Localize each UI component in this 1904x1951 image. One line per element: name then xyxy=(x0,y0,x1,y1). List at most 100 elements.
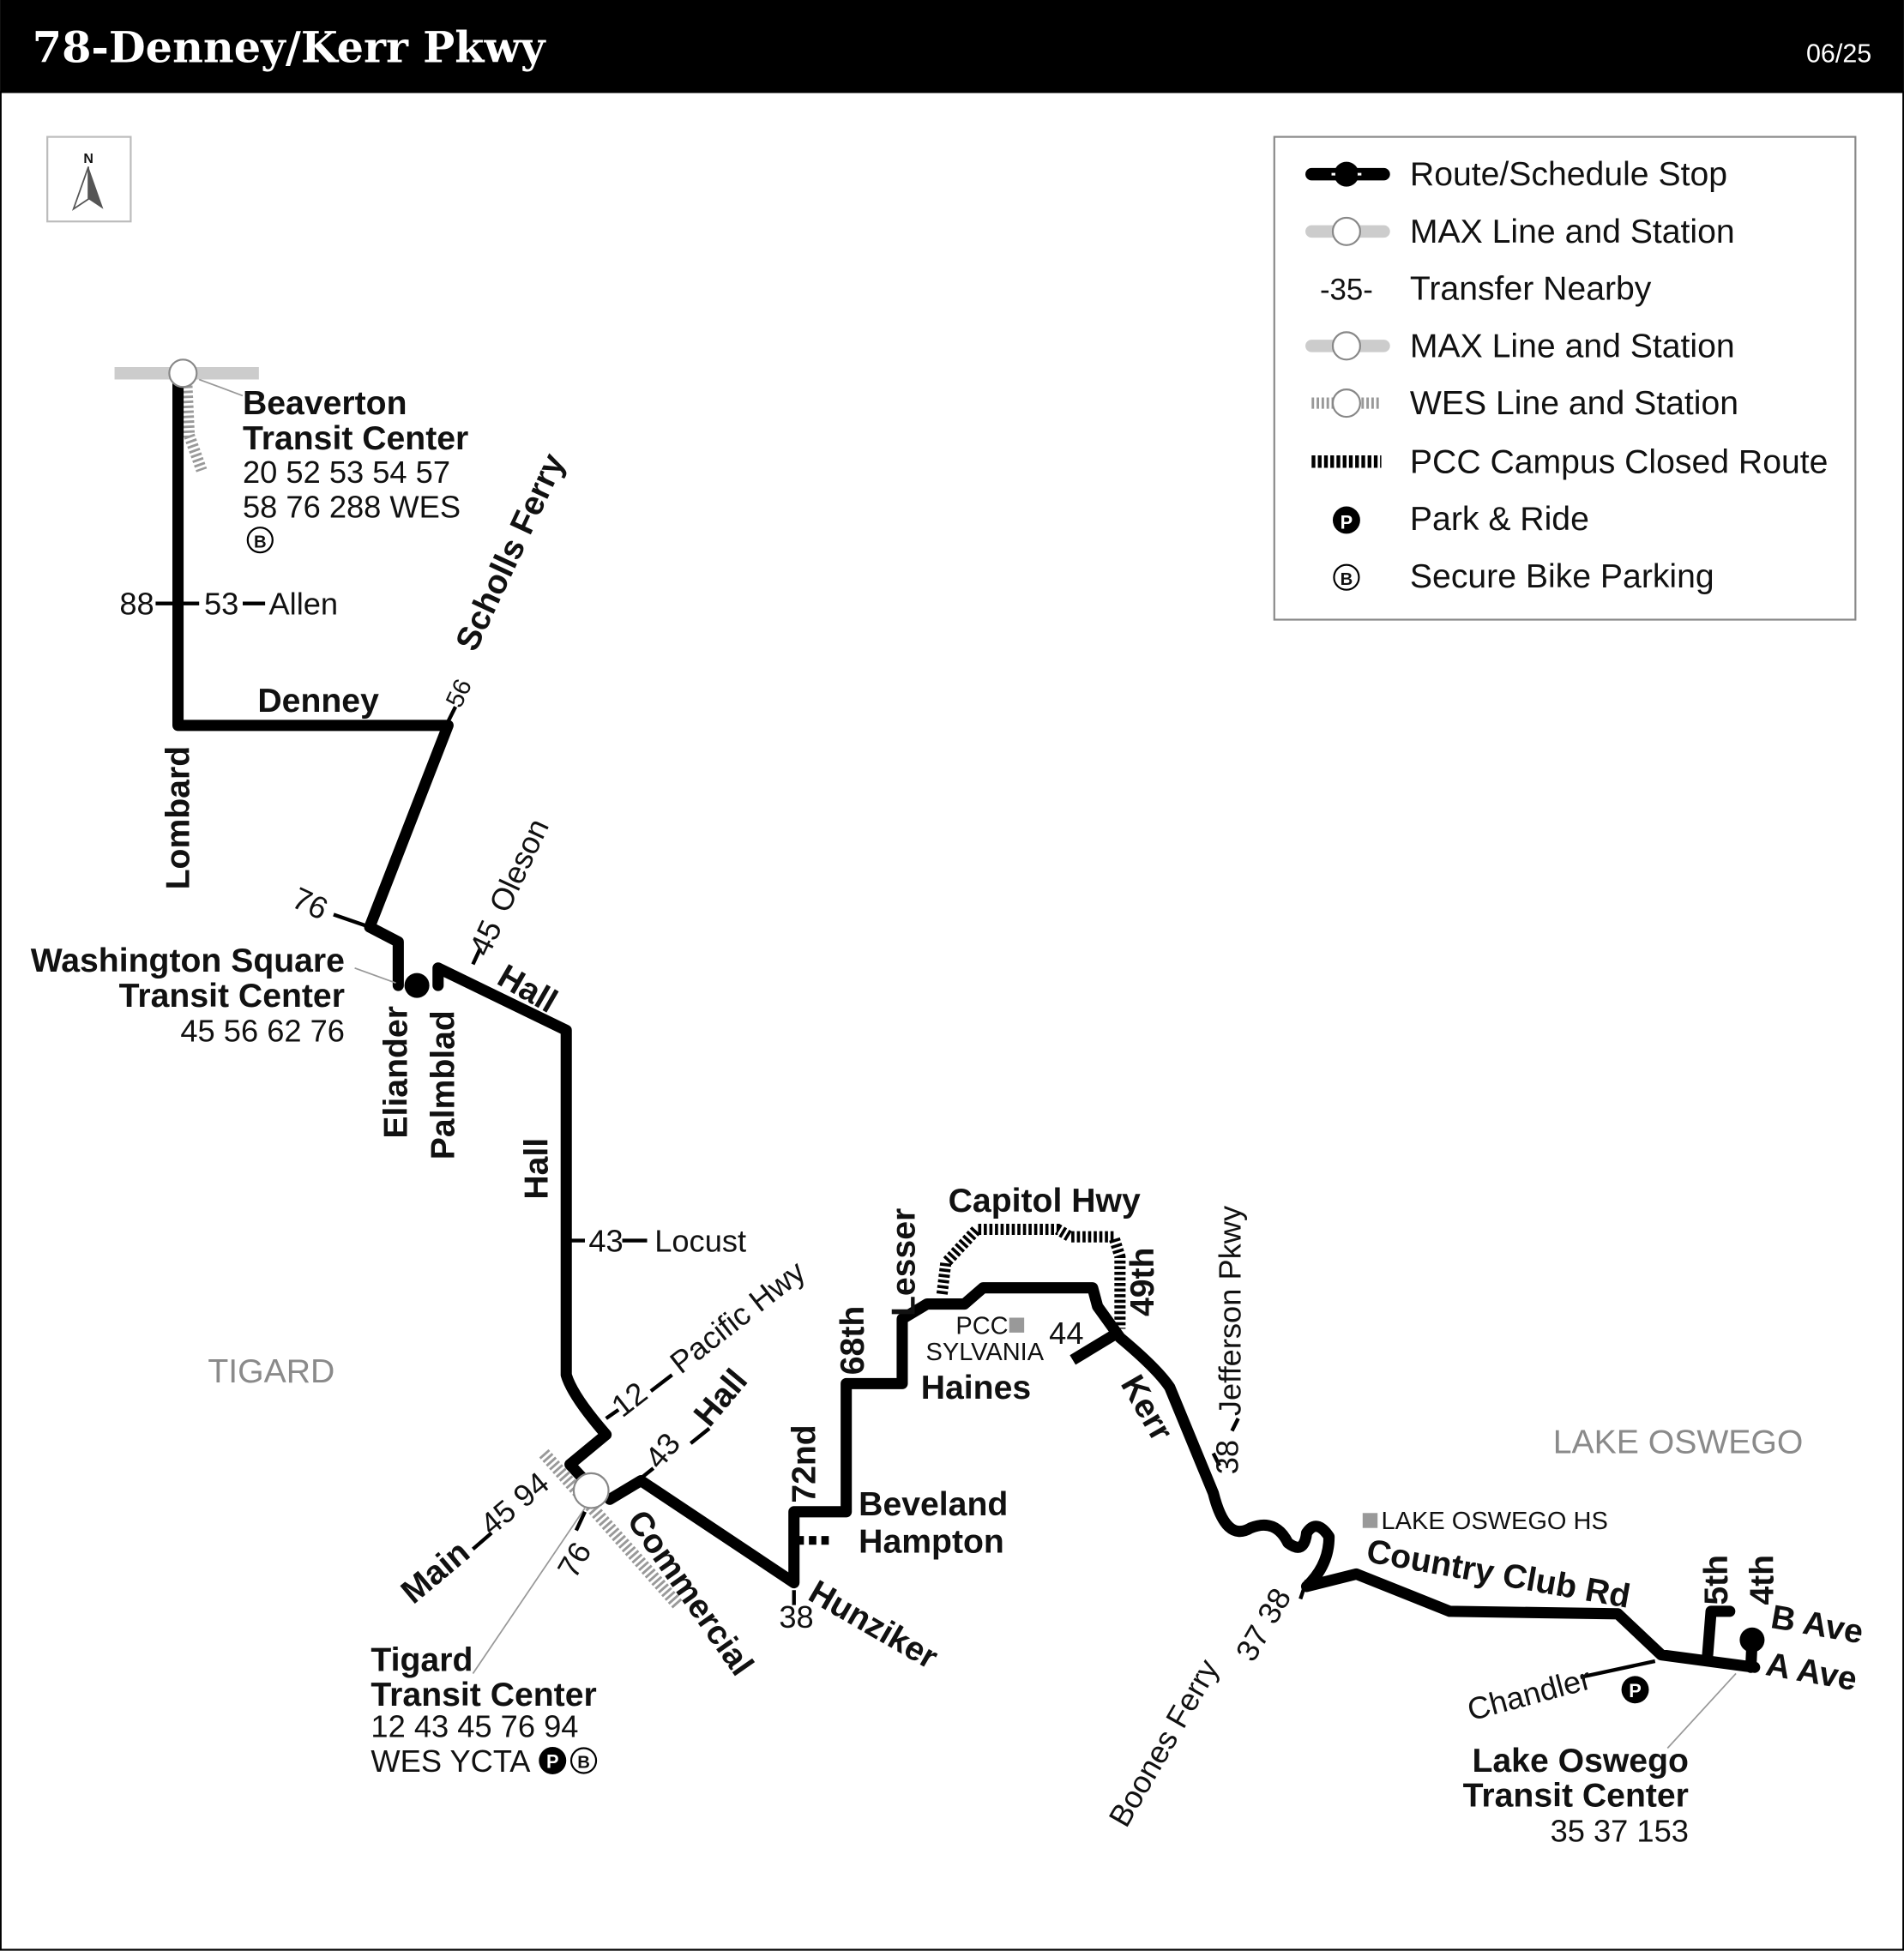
route-stop-icon xyxy=(1305,161,1390,187)
street-label: Hunziker xyxy=(803,1574,944,1677)
street-label: Main xyxy=(395,1533,477,1611)
bike-parking-icon: B xyxy=(246,527,274,554)
beaverton-tc-lines: 20 52 53 54 57 xyxy=(243,455,450,490)
washington-square-name: Transit Center xyxy=(119,978,345,1015)
street-label: Boones Ferry xyxy=(1102,1653,1226,1833)
svg-text:P: P xyxy=(1629,1680,1642,1701)
beaverton-tc-lines: 58 76 288 WES xyxy=(243,490,461,525)
header-bar xyxy=(0,0,1904,93)
bike-parking-icon: B xyxy=(569,1747,598,1774)
park-ride-icon: P xyxy=(539,1747,567,1774)
tigard-tc-name: Tigard xyxy=(371,1642,473,1679)
transfer-label: 76 xyxy=(287,880,334,926)
street-label: Haines xyxy=(921,1370,1031,1406)
svg-text:B: B xyxy=(254,533,267,551)
transfer-label: 76 xyxy=(551,1536,599,1583)
washington-square-lines: 45 56 62 76 xyxy=(180,1013,345,1048)
legend-label: Transfer Nearby xyxy=(1410,271,1652,308)
max-station-icon xyxy=(1305,216,1390,246)
transfer-label: 43 xyxy=(588,1224,623,1259)
area-label-tigard: TIGARD xyxy=(208,1353,334,1390)
legend: -35- P B Route/Schedule Stop MAX Line an… xyxy=(1273,135,1857,621)
transfer-label: 53 xyxy=(204,587,238,622)
wes-station-icon xyxy=(1311,388,1382,419)
svg-text:P: P xyxy=(546,1751,559,1773)
street-label: Denney xyxy=(257,683,379,720)
street-label: Locust xyxy=(654,1224,746,1259)
street-label: Lombard xyxy=(160,746,197,890)
street-label: 5th xyxy=(1698,1555,1735,1605)
legend-label: MAX Line and Station xyxy=(1410,214,1735,250)
bike-parking-icon: B xyxy=(1333,563,1360,591)
street-label: Palmblad xyxy=(425,1010,462,1159)
lake-oswego-tc-name: Lake Oswego xyxy=(1472,1743,1688,1779)
legend-label: Route/Schedule Stop xyxy=(1410,156,1727,193)
legend-label: PCC Campus Closed Route xyxy=(1410,443,1828,480)
street-label: 4th xyxy=(1744,1555,1781,1605)
street-label: Pacific Hwy xyxy=(663,1253,812,1380)
landmark-label: LAKE OSWEGO HS xyxy=(1382,1508,1608,1535)
tigard-tc-lines: WES YCTA xyxy=(371,1743,531,1779)
svg-text:N: N xyxy=(83,152,93,166)
street-label: Jefferson Pkwy xyxy=(1213,1205,1248,1416)
route-title: 78-Denney/Kerr Pkwy xyxy=(33,23,546,73)
lake-oswego-stop[interactable] xyxy=(1739,1627,1765,1653)
wes-line xyxy=(181,380,208,473)
street-label: Allen xyxy=(268,587,338,622)
legend-label: Park & Ride xyxy=(1410,501,1589,538)
street-label: Oleson xyxy=(482,813,556,917)
street-label: Eliander xyxy=(378,1006,415,1139)
landmark-label: SYLVANIA xyxy=(926,1339,1045,1366)
route-44-segment xyxy=(1069,1326,1124,1365)
landmark-marker xyxy=(1362,1513,1378,1528)
street-label: 72nd xyxy=(786,1424,822,1502)
street-label: Scholls Ferry xyxy=(449,448,572,656)
lake-oswego-tc-name: Transit Center xyxy=(1463,1778,1689,1815)
street-label: Chandler xyxy=(1463,1661,1594,1728)
street-label: Commercial xyxy=(619,1503,760,1682)
street-label: A Ave xyxy=(1763,1646,1859,1698)
beveland-hampton-loop xyxy=(796,1507,832,1545)
transfer-label: 44 xyxy=(1049,1316,1083,1351)
beaverton-tc-name: Transit Center xyxy=(243,420,468,457)
landmark-label: PCC xyxy=(955,1312,1008,1340)
wes-line xyxy=(539,1448,684,1610)
street-label: 68th xyxy=(835,1306,871,1376)
street-label: 49th xyxy=(1124,1248,1161,1317)
park-ride-icon: P xyxy=(1621,1676,1649,1704)
street-label: Beveland xyxy=(859,1486,1008,1523)
transfer-label: 12 xyxy=(605,1375,654,1424)
transfer-label: 56 xyxy=(441,675,478,712)
beaverton-tc-name: Beaverton xyxy=(243,385,407,422)
transfer-label: 45 94 xyxy=(473,1465,556,1542)
washington-square-stop[interactable] xyxy=(404,972,430,998)
svg-text:B: B xyxy=(1341,570,1353,589)
tigard-tc-lines: 12 43 45 76 94 xyxy=(371,1708,578,1743)
street-label: Hampton xyxy=(859,1524,1004,1561)
max-station-icon xyxy=(1305,331,1390,361)
street-label: Capitol Hwy xyxy=(949,1183,1141,1219)
map-frame xyxy=(0,91,1904,1951)
pcc-closed-route xyxy=(936,1223,1126,1329)
area-label-lake-oswego: LAKE OSWEGO xyxy=(1553,1424,1804,1461)
beaverton-tc-station[interactable] xyxy=(168,358,198,388)
transfer-label: 38 xyxy=(1210,1440,1245,1474)
transfer-label: 88 xyxy=(119,587,154,622)
transfer-label: 37 38 xyxy=(1229,1582,1298,1667)
legend-label: MAX Line and Station xyxy=(1410,328,1735,364)
north-arrow-icon: N xyxy=(46,135,132,223)
tigard-tc-name: Transit Center xyxy=(371,1677,596,1713)
street-label: Country Club Rd xyxy=(1364,1532,1633,1615)
street-label: Lesser xyxy=(885,1208,922,1316)
transfer-icon: -35- xyxy=(1320,274,1373,307)
lake-oswego-tc-lines: 35 37 153 xyxy=(1551,1813,1689,1848)
transfer-label: 38 xyxy=(779,1599,813,1635)
landmark-marker xyxy=(1009,1317,1025,1333)
svg-text:P: P xyxy=(1341,512,1353,533)
washington-square-name: Washington Square xyxy=(31,942,345,979)
legend-label: Secure Bike Parking xyxy=(1410,558,1714,595)
park-ride-icon: P xyxy=(1332,506,1360,534)
svg-text:B: B xyxy=(577,1754,590,1773)
tigard-tc-station[interactable] xyxy=(572,1472,610,1509)
